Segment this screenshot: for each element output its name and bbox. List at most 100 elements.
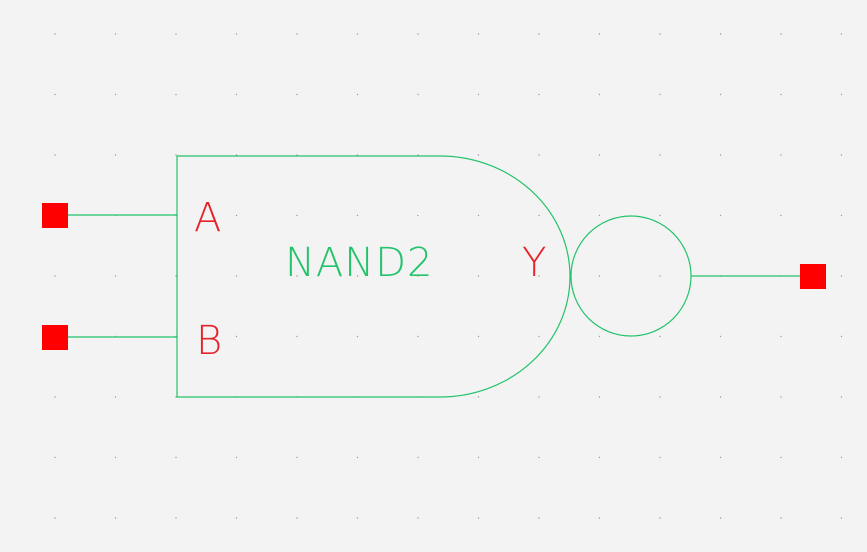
grid-dot <box>356 275 359 277</box>
cell-name-label: NAND2 <box>285 240 433 286</box>
grid-dot <box>719 335 722 338</box>
grid-dot <box>296 456 298 459</box>
grid-dot <box>417 335 419 338</box>
nand-gate-body[interactable] <box>176 155 571 398</box>
grid-dot <box>235 214 238 217</box>
grid-dot <box>598 456 601 459</box>
grid-dot <box>719 396 722 398</box>
grid-dot <box>235 154 238 156</box>
grid-dot <box>417 93 419 96</box>
grid-dot <box>598 33 601 35</box>
grid-dot <box>598 93 601 96</box>
grid-dot <box>659 93 661 96</box>
grid-dot <box>659 154 661 156</box>
grid-dot <box>538 517 540 519</box>
grid-dot <box>840 154 843 156</box>
grid-dot <box>538 154 540 156</box>
grid-dot <box>175 517 177 519</box>
grid-dot <box>114 93 117 96</box>
grid-dot <box>175 33 177 35</box>
grid-dot <box>417 154 419 156</box>
grid-dot <box>719 93 722 96</box>
grid-dot <box>175 93 177 96</box>
grid-dot <box>175 456 177 459</box>
grid-dot <box>719 517 722 519</box>
grid-dot <box>296 214 298 217</box>
grid-dot <box>356 456 359 459</box>
pin-b-square[interactable] <box>42 325 68 350</box>
grid-dot <box>114 396 117 398</box>
grid-dot <box>356 214 359 217</box>
grid-dot <box>538 275 540 277</box>
grid-dot <box>175 396 177 398</box>
grid-dot <box>659 33 661 35</box>
grid-dot <box>538 335 540 338</box>
grid-dot <box>114 456 117 459</box>
grid-dot <box>659 517 661 519</box>
grid-dot <box>598 214 601 217</box>
grid-dot <box>114 33 117 35</box>
grid-dot <box>477 396 480 398</box>
grid-dot <box>840 275 843 277</box>
grid-dot <box>235 517 238 519</box>
grid-dot <box>477 33 480 35</box>
grid-dot <box>235 93 238 96</box>
grid-dot <box>235 456 238 459</box>
grid-dot <box>659 275 661 277</box>
grid-dot <box>840 396 843 398</box>
grid-dot <box>54 396 56 398</box>
grid-dot <box>296 154 298 156</box>
grid-dot <box>477 93 480 96</box>
pin-label-y: Y <box>522 240 546 286</box>
grid-dot <box>659 396 661 398</box>
grid-dot <box>659 456 661 459</box>
grid-dot <box>417 517 419 519</box>
grid-dot <box>780 396 782 398</box>
grid-dot <box>780 335 782 338</box>
grid-dot <box>477 154 480 156</box>
grid-dot <box>477 335 480 338</box>
grid-dot <box>296 93 298 96</box>
grid-dot <box>538 456 540 459</box>
grid-dot <box>780 33 782 35</box>
grid-dot <box>538 396 540 398</box>
grid-dot <box>175 154 177 156</box>
grid-dot <box>719 33 722 35</box>
origin-marker <box>418 213 420 215</box>
grid-dot <box>659 214 661 217</box>
pin-y-square[interactable] <box>800 264 826 289</box>
grid-dot <box>598 335 601 338</box>
grid-dot <box>477 456 480 459</box>
grid-dot <box>598 396 601 398</box>
grid-dot <box>840 93 843 96</box>
grid-dot <box>719 456 722 459</box>
grid-dot <box>840 517 843 519</box>
grid-dot <box>780 154 782 156</box>
grid-dot <box>54 154 56 156</box>
grid-dot <box>54 275 56 277</box>
grid-dot <box>356 517 359 519</box>
grid-dot <box>356 154 359 156</box>
grid-dot <box>175 275 177 277</box>
grid-dot <box>54 517 56 519</box>
grid-dot <box>840 335 843 338</box>
grid-dot <box>114 154 117 156</box>
grid-dot <box>235 33 238 35</box>
pin-a-square[interactable] <box>42 203 68 228</box>
inversion-bubble <box>570 215 692 337</box>
grid-dot <box>356 93 359 96</box>
grid-dot <box>659 335 661 338</box>
grid-dot <box>840 456 843 459</box>
grid-dot <box>780 93 782 96</box>
pin-label-a: A <box>194 195 221 241</box>
grid-dot <box>417 456 419 459</box>
grid-dot <box>296 33 298 35</box>
grid-dot <box>840 33 843 35</box>
grid-dot <box>538 33 540 35</box>
grid-dot <box>296 335 298 338</box>
pin-label-b: B <box>196 318 222 364</box>
grid-dot <box>296 275 298 277</box>
grid-dot <box>719 214 722 217</box>
grid-dot <box>780 517 782 519</box>
